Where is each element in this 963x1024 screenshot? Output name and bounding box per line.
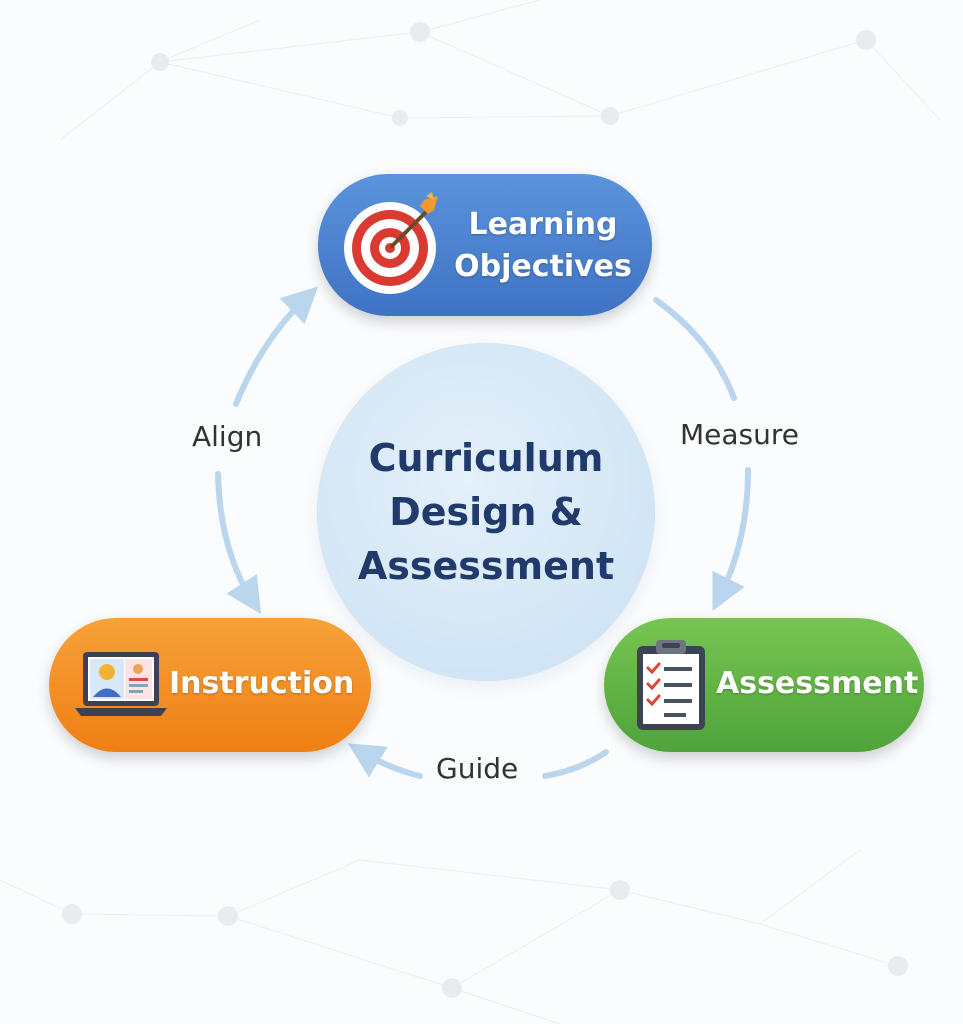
arrow-objectives-to-measure — [653, 297, 737, 401]
node-learning-objectives: Learning Objectives — [318, 174, 652, 316]
center-circle: Curriculum Design & Assessment — [318, 344, 654, 680]
arrow-assessment-to-guide — [542, 749, 609, 779]
node-label-instruction: Instruction — [169, 666, 355, 701]
arrow-align-to-objectives — [233, 286, 319, 407]
edge-label-guide: Guide — [436, 752, 519, 785]
arrow-guide-to-instruction — [347, 743, 423, 779]
edge-label-measure: Measure — [680, 418, 799, 451]
node-assessment: Assessment — [604, 618, 924, 752]
node-label-learning-objectives: Learning Objectives — [454, 207, 632, 284]
arrow-measure-to-assessment — [712, 467, 751, 612]
arrow-align-to-instruction — [215, 471, 262, 615]
laptop-video-call-icon — [75, 650, 167, 722]
center-title: Curriculum Design & Assessment — [357, 436, 615, 588]
node-label-assessment: Assessment — [716, 666, 919, 701]
clipboard-checklist-icon — [634, 638, 708, 732]
target-arrow-icon — [342, 192, 446, 296]
node-instruction: Instruction — [49, 618, 371, 752]
edge-label-align: Align — [192, 420, 263, 453]
